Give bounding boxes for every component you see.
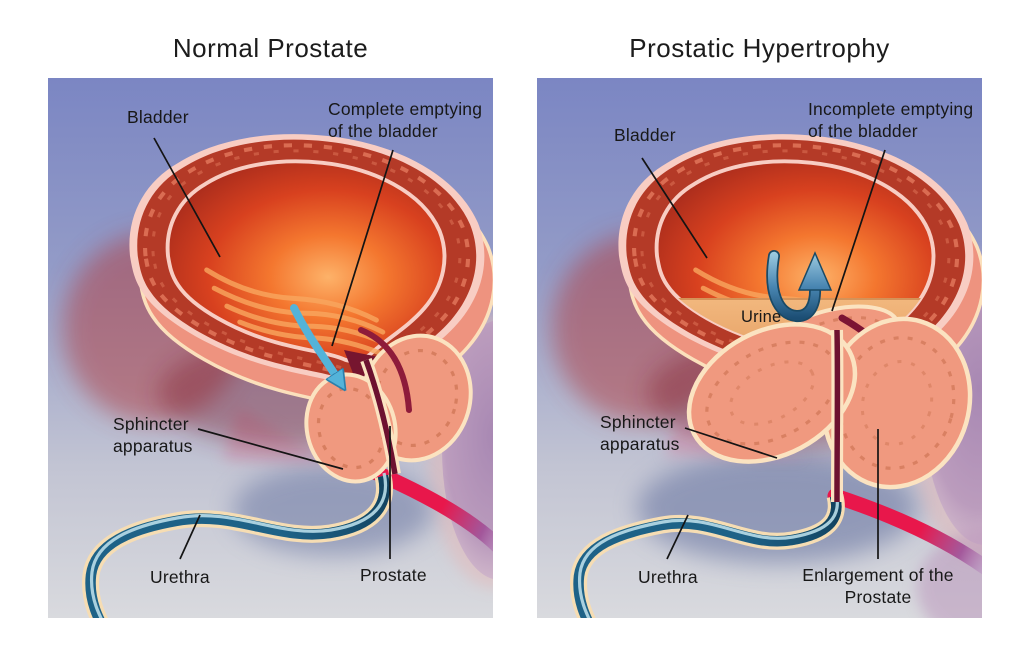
enlargement-label-line2: Prostate	[845, 587, 912, 607]
ejaculatory-duct	[358, 327, 412, 413]
blood-vessel	[827, 488, 982, 575]
enlargement-label-line1: Enlargement of the	[802, 565, 953, 585]
urethra-label: Urethra	[638, 567, 698, 587]
enlarged-prostate-gland	[686, 304, 973, 490]
urine-reflux-arrow	[766, 250, 833, 322]
urethra-leader-line	[666, 514, 689, 560]
prostatic-urethra-channel	[360, 357, 401, 476]
urine-flow-arrow	[290, 304, 336, 376]
right-panel-title: Prostatic Hypertrophy	[629, 33, 890, 63]
urethra-label: Urethra	[150, 567, 210, 587]
urine-label: Urine	[741, 308, 781, 326]
urethra-leader-line	[179, 514, 201, 560]
bladder-leader-line	[641, 157, 708, 259]
bladder-label: Bladder	[127, 107, 189, 127]
right-panel-illustration: Bladder Incomplete emptying of the bladd…	[537, 78, 982, 618]
sphincter-label-line2: apparatus	[600, 434, 680, 454]
bladder-leader-line	[153, 137, 221, 258]
emptying-label-line1: Complete emptying	[328, 99, 482, 119]
bladder-label: Bladder	[614, 125, 676, 145]
prostate-label: Prostate	[360, 565, 427, 585]
pelvic-shadow	[637, 453, 917, 563]
sphincter-label-line1: Sphincter	[600, 412, 676, 432]
left-panel-title: Normal Prostate	[172, 33, 369, 63]
left-panel-illustration: Bladder Complete emptying of the bladder…	[48, 78, 493, 618]
emptying-label-line2: of the bladder	[328, 121, 438, 141]
left-panel-annotations: Bladder Complete emptying of the bladder…	[113, 99, 482, 587]
sphincter-label-line2: apparatus	[113, 436, 193, 456]
right-panel-annotations: Bladder Incomplete emptying of the bladd…	[600, 99, 973, 607]
emptying-leader-line	[331, 149, 394, 347]
emptying-leader-line	[831, 149, 886, 312]
sphincter-label-line1: Sphincter	[113, 414, 189, 434]
sphincter-leader-line	[684, 427, 778, 459]
emptying-label-line1: Incomplete emptying	[808, 99, 973, 119]
emptying-label-line2: of the bladder	[808, 121, 918, 141]
sphincter-leader-line	[197, 428, 344, 470]
